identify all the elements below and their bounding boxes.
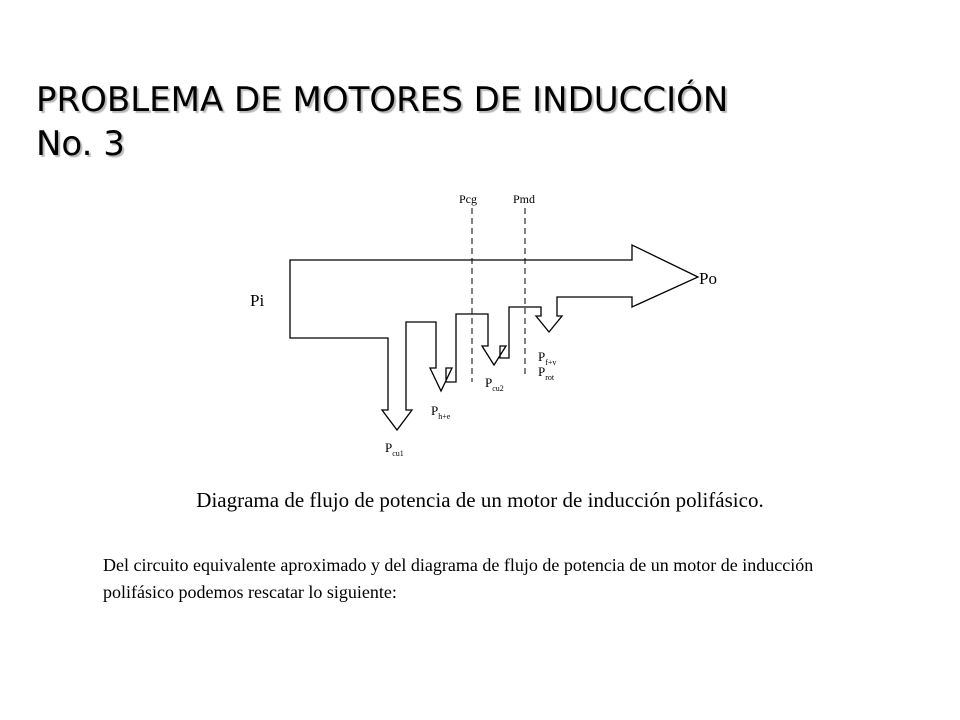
input-power-label: Pi <box>250 291 264 310</box>
developed-power-label: Pmd <box>513 192 535 206</box>
title-line-1: PROBLEMA DE MOTORES DE INDUCCIÓN <box>36 80 729 120</box>
friction-windage-loss-label: Pf+v <box>538 349 556 367</box>
stator-copper-loss-label: Pcu1 <box>385 440 404 458</box>
diagram-caption: Diagrama de flujo de potencia de un moto… <box>196 488 764 512</box>
slide-title: PROBLEMA DE MOTORES DE INDUCCIÓN No. 3 <box>36 78 728 166</box>
body-paragraph: Del circuito equivalente aproximado y de… <box>103 555 814 602</box>
rotor-copper-loss-label: Pcu2 <box>485 375 504 393</box>
core-loss-label: Ph+e <box>431 403 451 421</box>
air-gap-power-label: Pcg <box>459 192 477 206</box>
title-line-2: No. 3 <box>36 124 125 164</box>
power-flow-arrow <box>289 243 700 432</box>
output-power-label: Po <box>699 269 717 288</box>
rotational-loss-label: Prot <box>538 364 555 382</box>
